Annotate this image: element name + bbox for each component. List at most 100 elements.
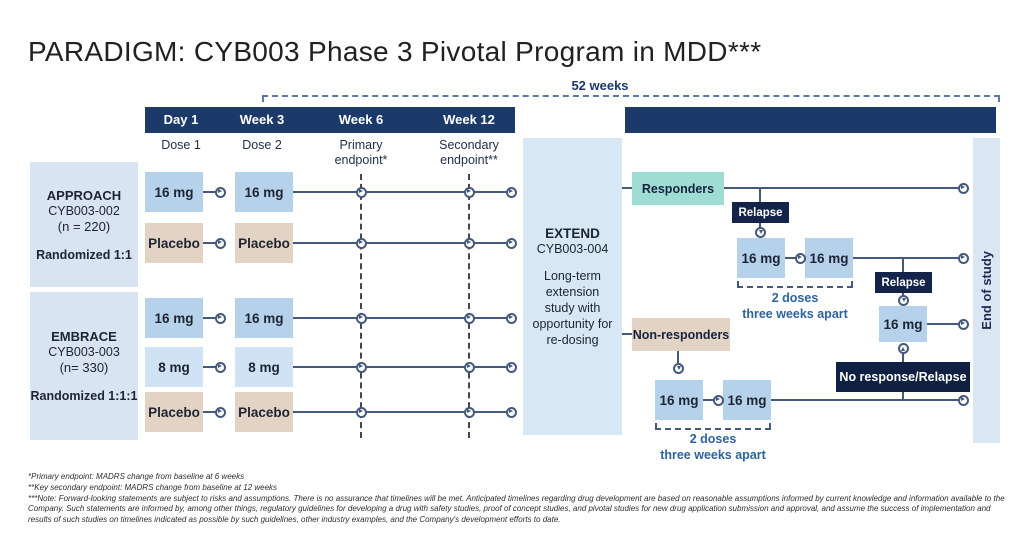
week6-marker-node xyxy=(355,237,367,249)
doses-note-bottom: 2 doses three weeks apart xyxy=(643,431,783,463)
flow-line-responders-drop xyxy=(758,188,762,202)
week12-marker-node xyxy=(463,186,475,198)
doses-note-line2: three weeks apart xyxy=(660,448,766,462)
week52-bracket-label: 52 weeks xyxy=(571,78,629,93)
arrow-node-icon xyxy=(214,361,226,373)
study-description: Long-term extension study with opportuni… xyxy=(532,268,613,347)
responders-box: Responders xyxy=(632,172,724,205)
column-label-day1: Day 1 xyxy=(163,112,199,127)
study-code: CYB003-003 xyxy=(48,345,120,359)
redose-16mg-responders-2: 16 mg xyxy=(805,238,853,278)
study-randomization: Randomized 1:1:1 xyxy=(30,389,138,403)
end-of-study-arrow-node xyxy=(957,318,969,330)
week6-marker-node xyxy=(355,186,367,198)
doses-note-line1: 2 doses xyxy=(689,432,737,446)
flow-line-noresponse-down xyxy=(901,392,905,400)
flow-line-relapse2-drop xyxy=(901,258,905,272)
column-sublabel-secondary-endpoint: Secondary endpoint** xyxy=(439,138,499,167)
end-of-study-arrow-node xyxy=(957,394,969,406)
redose-connector-line xyxy=(785,256,797,260)
footnote-primary-endpoint: *Primary endpoint: MADRS change from bas… xyxy=(28,472,245,481)
redose-16mg-responders-1: 16 mg xyxy=(737,238,785,278)
study-enrollment: (n= 330) xyxy=(59,360,109,375)
week12-marker-node xyxy=(463,406,475,418)
column-label-week3: Week 3 xyxy=(239,112,285,127)
study-code: CYB003-002 xyxy=(48,203,120,218)
study-code: CYB003-004 xyxy=(536,241,609,256)
arrow-node-icon xyxy=(712,394,724,406)
study-randomization: Randomized 1:1 xyxy=(36,247,132,262)
dose-connector-line xyxy=(203,241,216,245)
approach-placebo-dose2: Placebo xyxy=(235,223,293,263)
column-sublabel-dose2: Dose 2 xyxy=(242,138,282,152)
row-line xyxy=(293,241,508,245)
column-label-week6: Week 6 xyxy=(338,112,384,127)
study-name: EXTEND xyxy=(545,225,600,241)
redose-connector-line xyxy=(703,398,715,402)
end-of-study-panel: End of study xyxy=(973,138,1000,443)
dose-connector-line xyxy=(203,365,216,369)
extend-entry-node xyxy=(505,406,517,418)
end-of-study-arrow-node xyxy=(957,252,969,264)
footnote-secondary-endpoint: **Key secondary endpoint: MADRS change f… xyxy=(28,482,278,492)
flow-line-extend-to-responders xyxy=(622,186,632,190)
dose-connector-line xyxy=(203,316,216,320)
embrace-8mg-dose2: 8 mg xyxy=(235,347,293,387)
approach-placebo-dose1: Placebo xyxy=(145,223,203,263)
arrow-down-node-icon xyxy=(672,363,684,374)
flow-line-noresponse-up xyxy=(901,352,905,362)
dose-connector-line xyxy=(203,410,216,414)
arrow-up-node-icon xyxy=(897,342,909,354)
row-line xyxy=(293,410,508,414)
arrow-node-icon xyxy=(214,312,226,324)
flow-line-nonresponders-drop xyxy=(676,351,680,363)
column-sublabel-primary-endpoint: Primary endpoint* xyxy=(334,138,388,167)
doses-note-line1: 2 doses xyxy=(771,291,819,305)
week6-marker-node xyxy=(355,312,367,324)
study-enrollment: (n = 220) xyxy=(57,218,111,234)
doses-note-line2: three weeks apart xyxy=(742,307,848,321)
embrace-16mg-dose1: 16 mg xyxy=(145,298,203,338)
doses-note-top: 2 doses three weeks apart xyxy=(725,290,865,322)
timeline-header-left: Day 1 Week 3 Week 6 Week 12 xyxy=(145,107,515,133)
dashed-bracket-bottom xyxy=(655,423,771,430)
approach-16mg-dose2: 16 mg xyxy=(235,172,293,212)
arrow-node-icon xyxy=(214,237,226,249)
flow-line-final-to-end xyxy=(927,322,958,326)
relapse-box-top: Relapse xyxy=(732,202,789,223)
extend-entry-node xyxy=(505,312,517,324)
relapse-box-mid: Relapse xyxy=(875,272,932,293)
arrow-node-icon xyxy=(794,252,806,264)
dashed-bracket-top xyxy=(737,281,853,288)
extend-entry-node xyxy=(505,186,517,198)
flow-line-extend-to-nonresponders xyxy=(622,332,632,336)
embrace-placebo-dose2: Placebo xyxy=(235,392,293,432)
arrow-node-icon xyxy=(214,186,226,198)
flow-line-responders-to-end xyxy=(724,186,958,190)
week12-marker-node xyxy=(463,361,475,373)
embrace-16mg-dose2: 16 mg xyxy=(235,298,293,338)
row-line xyxy=(293,365,508,369)
extend-entry-node xyxy=(505,237,517,249)
end-of-study-arrow-node xyxy=(957,182,969,194)
week6-marker-node xyxy=(355,361,367,373)
end-of-study-label: End of study xyxy=(979,251,994,330)
study-panel-embrace: EMBRACE CYB003-003 (n= 330) Randomized 1… xyxy=(30,292,138,440)
arrow-down-node-icon xyxy=(897,294,909,306)
row-line xyxy=(293,316,508,320)
study-name: APPROACH xyxy=(46,187,122,203)
study-panel-approach: APPROACH CYB003-002 (n = 220) Randomized… xyxy=(30,162,138,287)
footnotes: *Primary endpoint: MADRS change from bas… xyxy=(28,472,1006,526)
arrow-down-node-icon xyxy=(754,227,766,238)
arrow-node-icon xyxy=(214,406,226,418)
week12-marker-node xyxy=(463,312,475,324)
non-responders-box: Non-responders xyxy=(632,318,730,351)
week6-dashed-line xyxy=(360,174,362,438)
flow-line-nonresponders-to-end xyxy=(771,398,958,402)
dose-connector-line xyxy=(203,190,216,194)
embrace-8mg-dose1: 8 mg xyxy=(145,347,203,387)
redose-16mg-nonresponders-1: 16 mg xyxy=(655,380,703,420)
column-label-week12: Week 12 xyxy=(443,112,495,127)
flow-line-redose-to-end xyxy=(853,256,958,260)
